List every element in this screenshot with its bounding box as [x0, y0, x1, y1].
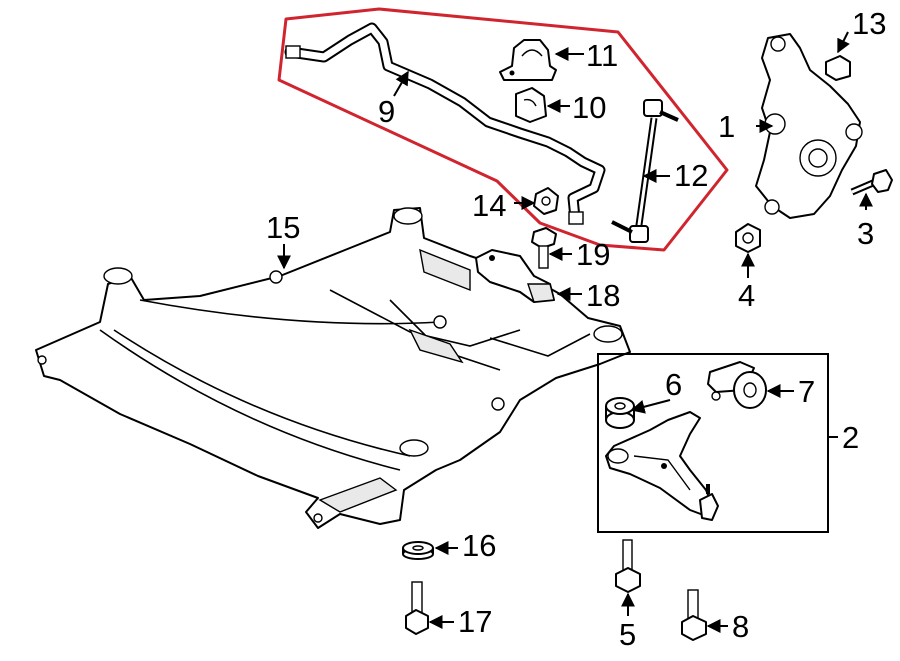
stabilizer-bushing[interactable]	[515, 87, 547, 123]
crossmember[interactable]	[35, 207, 631, 529]
bracket-18[interactable]	[475, 249, 555, 303]
rear-bushing[interactable]	[707, 361, 767, 409]
callout-4[interactable]: 4	[738, 278, 755, 313]
callout-3[interactable]: 3	[857, 216, 874, 251]
bolt-19[interactable]	[531, 227, 557, 269]
link-nut[interactable]	[533, 187, 559, 215]
callout-9[interactable]: 9	[378, 94, 395, 129]
leader-lines	[277, 31, 873, 633]
callout-13[interactable]: 13	[852, 6, 886, 41]
callout-17[interactable]: 17	[458, 604, 492, 639]
callout-11[interactable]: 11	[586, 38, 618, 73]
callout-16[interactable]: 16	[462, 528, 496, 563]
callout-8[interactable]: 8	[732, 609, 749, 644]
stabilizer-link[interactable]	[611, 99, 679, 243]
bushing-bracket[interactable]	[499, 39, 557, 81]
callout-1[interactable]: 1	[718, 109, 735, 144]
callout-12[interactable]: 12	[674, 158, 708, 193]
lower-control-arm[interactable]	[605, 411, 719, 521]
knuckle-cap[interactable]	[825, 55, 851, 81]
callout-7[interactable]: 7	[798, 374, 815, 409]
arm-bolt[interactable]	[615, 539, 641, 593]
callout-18[interactable]: 18	[586, 278, 620, 313]
crossmember-bolt[interactable]	[405, 581, 429, 635]
callout-19[interactable]: 19	[576, 237, 610, 272]
callout-labels: 1 2 3 4 5 6 7 8 9 10 11 12 13 14 15 16 1…	[266, 6, 886, 652]
knuckle-nut[interactable]	[735, 223, 761, 253]
callout-14[interactable]: 14	[472, 188, 506, 223]
callout-15[interactable]: 15	[266, 210, 300, 245]
stabilizer-group-highlight	[277, 7, 729, 252]
front-bushing[interactable]	[605, 397, 635, 429]
callout-10[interactable]: 10	[572, 90, 606, 125]
callout-5[interactable]: 5	[619, 617, 636, 652]
callout-2[interactable]: 2	[842, 420, 859, 455]
knuckle-bolt[interactable]	[850, 169, 893, 196]
arm-rear-bolt[interactable]	[681, 589, 707, 641]
stabilizer-bar[interactable]	[284, 22, 606, 225]
callout-6[interactable]: 6	[665, 367, 682, 402]
control-arm-group-box	[597, 353, 838, 533]
crossmember-washer[interactable]	[402, 541, 434, 560]
